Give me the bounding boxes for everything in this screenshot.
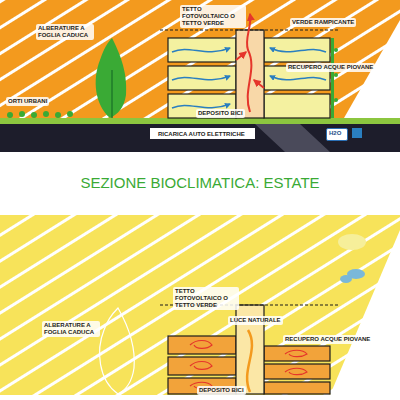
tank-symbol bbox=[352, 128, 362, 138]
tank-box: H2O bbox=[326, 128, 348, 141]
tree-trunk bbox=[111, 70, 113, 118]
callout-label: ALBERATURE A FOGLIA CADUCA bbox=[36, 24, 94, 40]
building bbox=[160, 305, 340, 394]
section-title: SEZIONE BIOCLIMATICA: ESTATE bbox=[80, 174, 319, 192]
callout-label: RICARICA AUTO ELETTRICHE bbox=[156, 130, 247, 139]
summer-section bbox=[0, 0, 400, 152]
sun-beams bbox=[0, 0, 400, 125]
callout-label: ALBERATURE A FOGLIA CADUCA bbox=[42, 321, 100, 337]
winter-section bbox=[0, 215, 400, 395]
deciduous-tree bbox=[96, 38, 127, 118]
callout-label: VERDE RAMPICANTE bbox=[290, 18, 356, 27]
sun-cloud bbox=[338, 234, 366, 250]
tank-label: H2O bbox=[329, 130, 345, 137]
warm-air-flow bbox=[247, 330, 252, 392]
callout-label: RECUPERO ACQUE PIOVANE bbox=[283, 335, 372, 344]
air-flow bbox=[172, 48, 326, 108]
charging-strip bbox=[150, 128, 255, 139]
ramp bbox=[255, 124, 330, 152]
callout-label: DEPOSITO BICI bbox=[197, 386, 246, 395]
callout-label: ORTI URBANI bbox=[6, 97, 49, 106]
callout-label: LUCE NATURALE bbox=[228, 316, 283, 325]
callout-label: DEPOSITO BICI bbox=[196, 109, 245, 118]
callout-label: RECUPERO ACQUE PIOVANE bbox=[286, 63, 375, 72]
rain-cloud bbox=[340, 269, 365, 283]
urban-garden bbox=[7, 111, 73, 118]
sun-beams bbox=[0, 215, 400, 395]
underground-floor bbox=[0, 124, 400, 152]
climbing-plants bbox=[331, 38, 338, 118]
callout-label: TETTO FOTOVOLTAICO O TETTO VERDE bbox=[180, 5, 246, 28]
callout-label: TETTO FOTOVOLTAICO O TETTO VERDE bbox=[173, 287, 239, 310]
deciduous-tree bbox=[100, 308, 135, 394]
hot-air-flow bbox=[236, 14, 264, 112]
ground bbox=[0, 118, 400, 124]
